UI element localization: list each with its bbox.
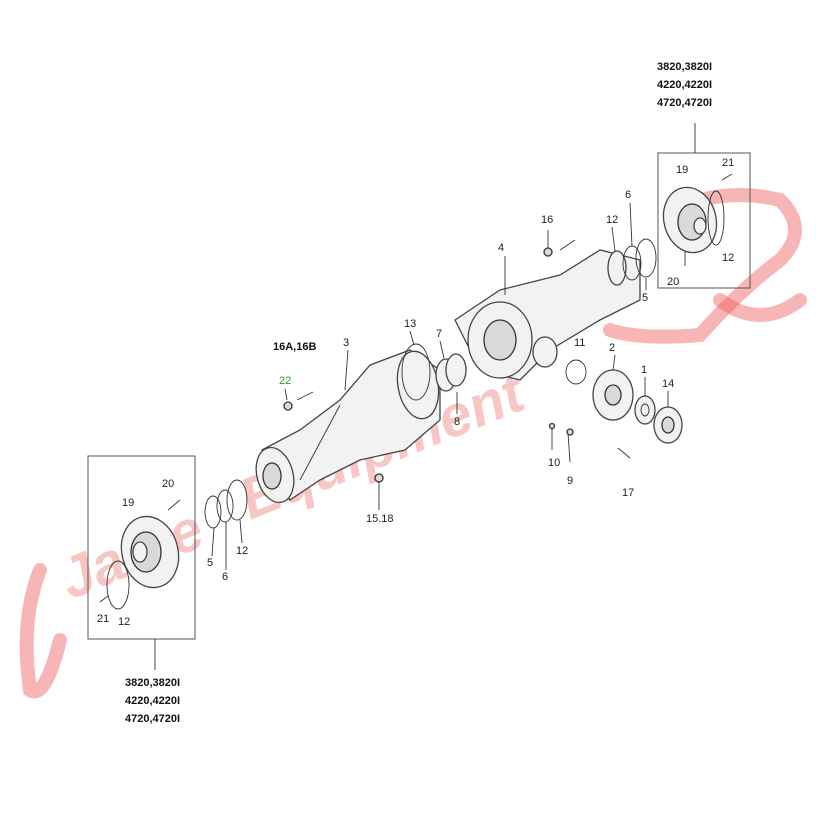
- label-20-left: 20: [162, 478, 174, 490]
- label-2: 2: [609, 342, 615, 354]
- label-12-right-b: 12: [722, 252, 734, 264]
- label-15-18: 15.18: [366, 513, 394, 525]
- label-12-left-b: 12: [118, 616, 130, 628]
- models-bottom-line-1: 3820,3820I: [125, 677, 180, 689]
- label-7: 7: [436, 328, 442, 340]
- label-13: 13: [404, 318, 416, 330]
- models-bottom-line-3: 4720,4720I: [125, 713, 180, 725]
- label-10: 10: [548, 457, 560, 469]
- bolts: [283, 230, 631, 510]
- label-9: 9: [567, 475, 573, 487]
- label-11: 11: [574, 337, 585, 349]
- label-21-left: 21: [97, 613, 109, 625]
- models-top-line-1: 3820,3820I: [657, 61, 712, 73]
- label-12-right-a: 12: [606, 214, 618, 226]
- label-16: 16: [541, 214, 553, 226]
- label-14: 14: [662, 378, 674, 390]
- label-3: 3: [343, 337, 349, 349]
- label-17: 17: [622, 487, 634, 499]
- label-21-right: 21: [722, 157, 734, 169]
- label-1: 1: [641, 364, 647, 376]
- label-8: 8: [454, 416, 460, 428]
- label-4: 4: [498, 242, 504, 254]
- leader-lines: [211, 202, 669, 570]
- seals-and-rings: [204, 238, 683, 529]
- differential-carrier: [454, 239, 641, 381]
- label-6-right: 6: [625, 189, 631, 201]
- hub-assembly-left: [87, 455, 196, 670]
- axle-housing: [255, 349, 441, 504]
- label-12-left-a: 12: [236, 545, 248, 557]
- label-20-right: 20: [667, 276, 679, 288]
- part-labels: 3820,3820I 4220,4220I 4720,4720I 3820,38…: [97, 61, 734, 725]
- label-19-right: 19: [676, 164, 688, 176]
- label-16ab: 16A,16B: [273, 341, 316, 353]
- label-22: 22: [279, 375, 291, 387]
- models-top-line-2: 4220,4220I: [657, 79, 712, 91]
- label-6-left: 6: [222, 571, 228, 583]
- models-bottom-line-2: 4220,4220I: [125, 695, 180, 707]
- models-top-line-3: 4720,4720I: [657, 97, 712, 109]
- hub-assembly-right: [657, 123, 751, 289]
- label-5-left: 5: [207, 557, 213, 569]
- label-5-right: 5: [642, 292, 648, 304]
- label-19-left: 19: [122, 497, 134, 509]
